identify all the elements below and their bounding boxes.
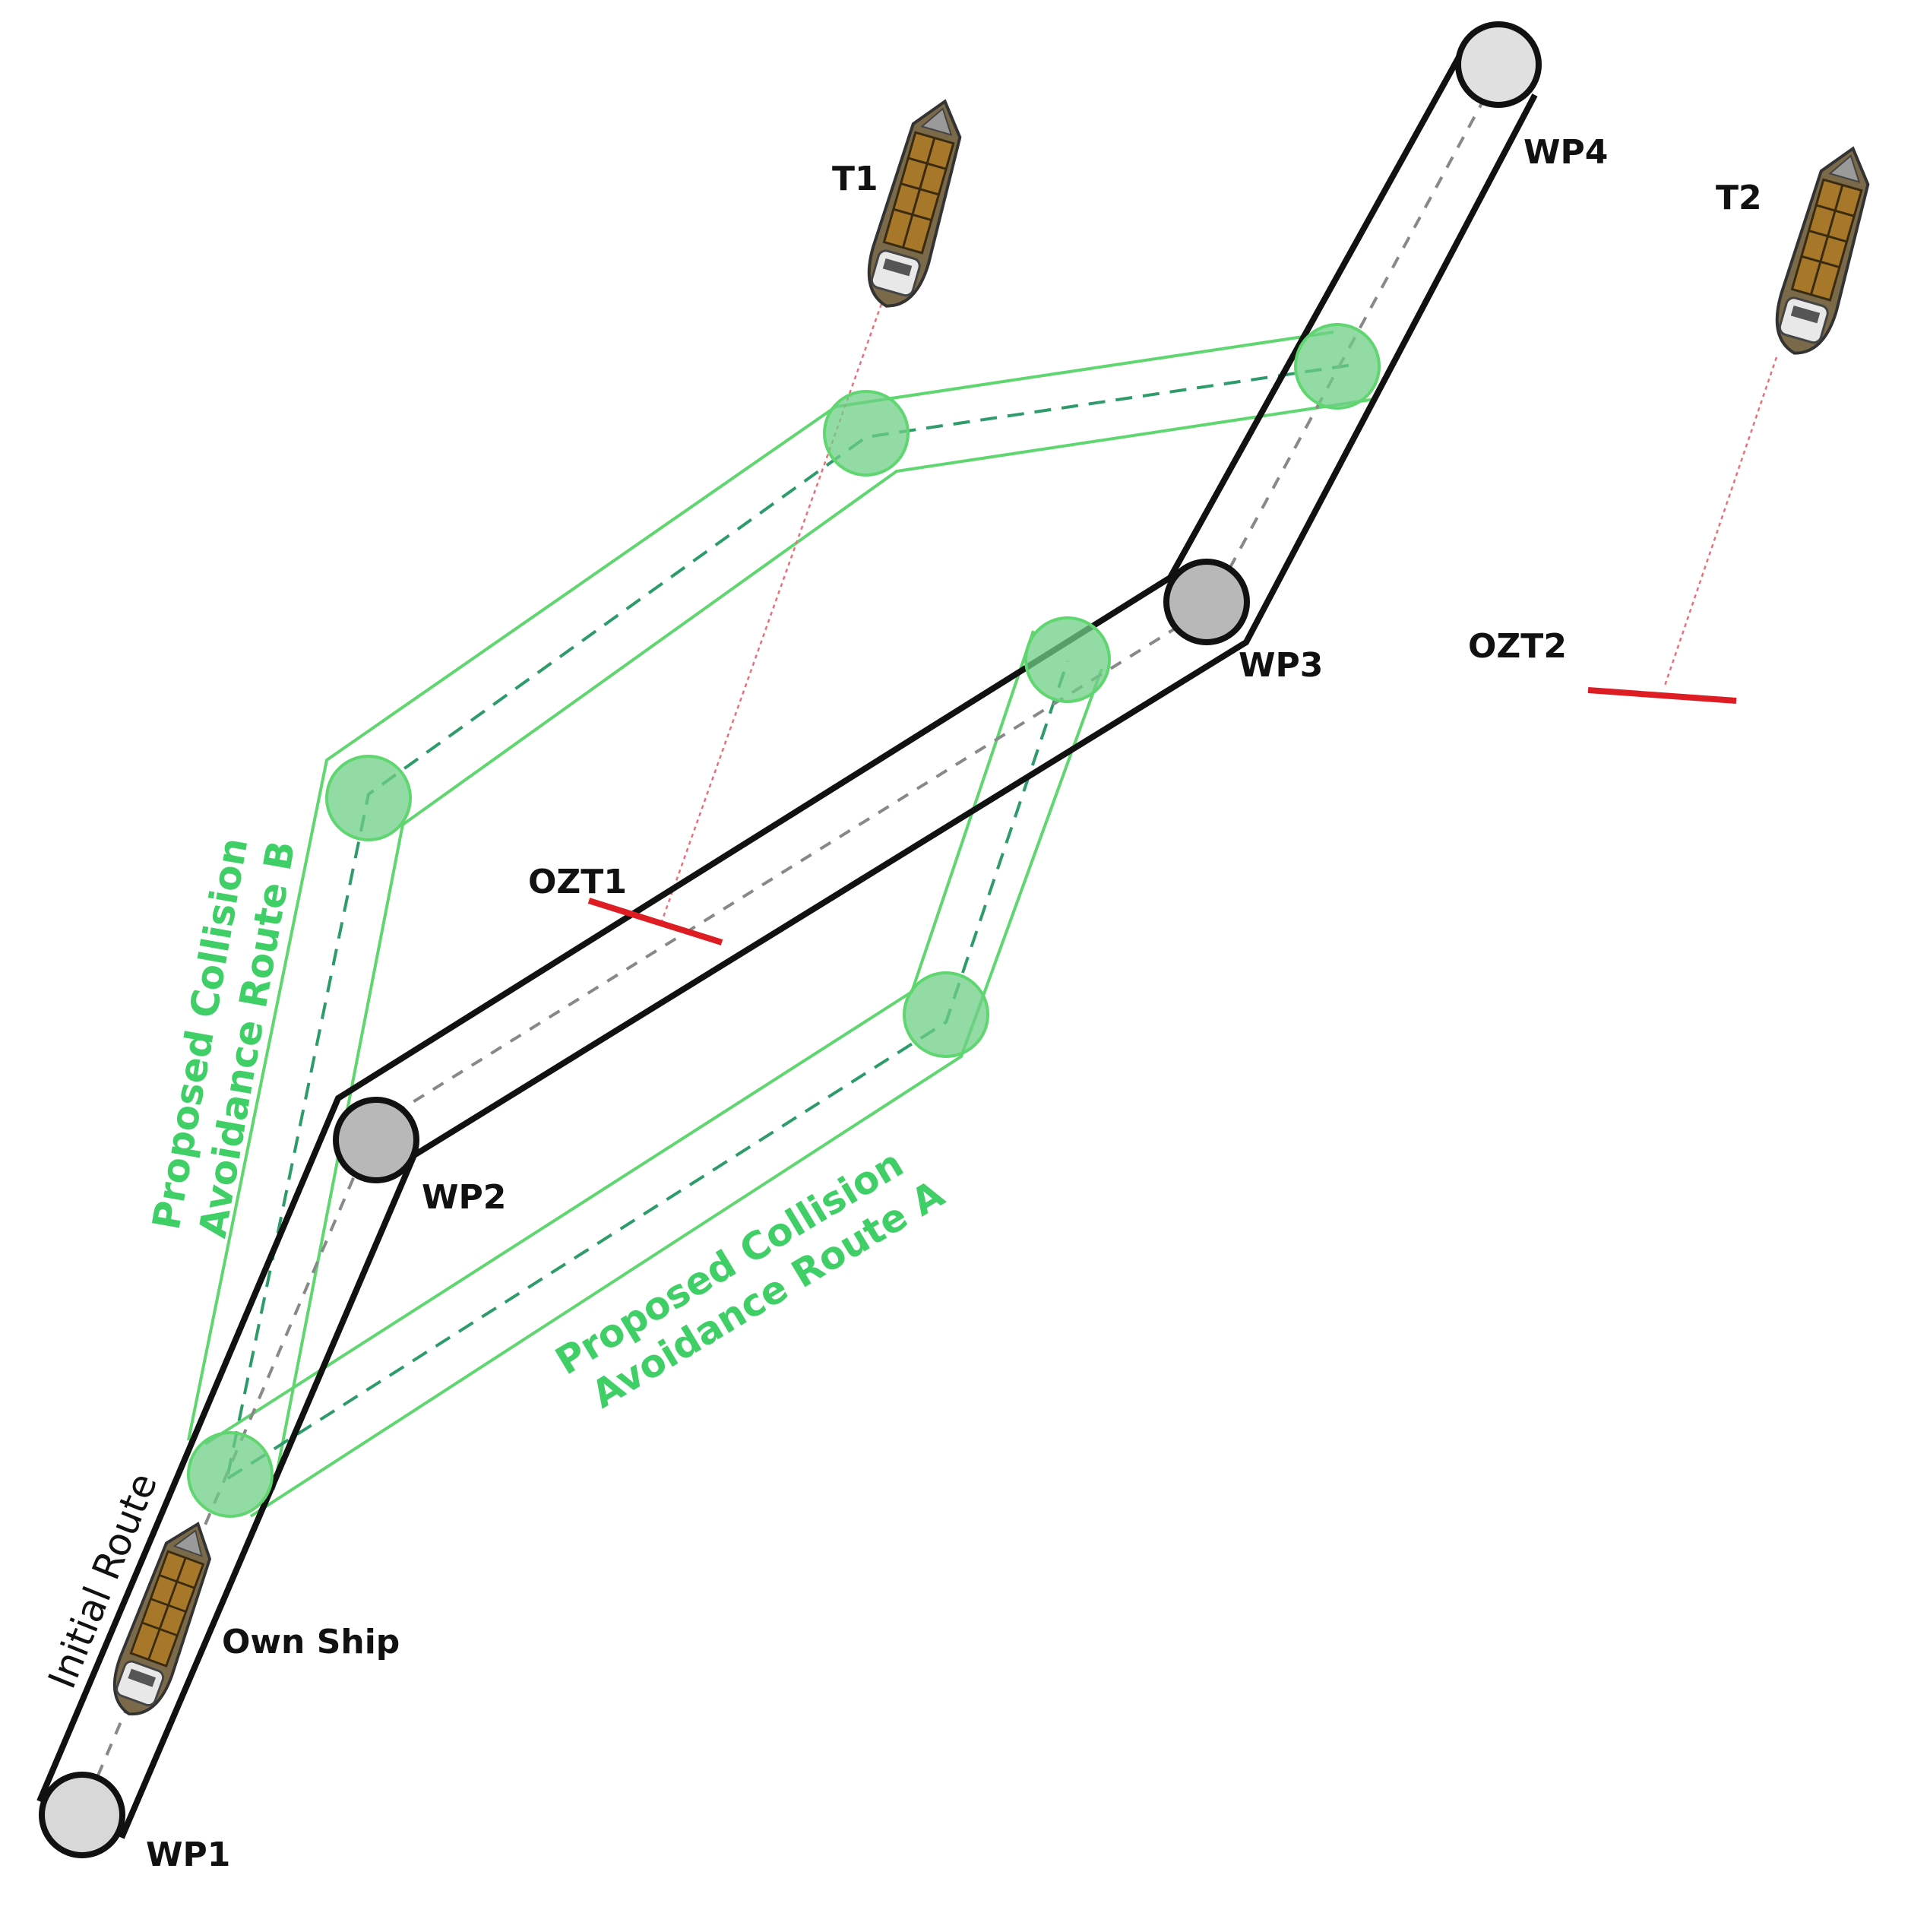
t2-bearing-line bbox=[1663, 356, 1778, 689]
waypoint-wp4-marker bbox=[1455, 21, 1542, 108]
ozt2-marker bbox=[1587, 687, 1737, 704]
ozt1-marker bbox=[587, 898, 723, 945]
label-own-ship: Own Ship bbox=[222, 1623, 400, 1661]
initial-route-edge-right bbox=[119, 93, 1538, 1839]
target-t2-ship-icon bbox=[1764, 138, 1883, 363]
label-wp4: WP4 bbox=[1523, 133, 1608, 172]
waypoint-wp2-marker bbox=[333, 1097, 419, 1183]
label-t1: T1 bbox=[832, 160, 878, 198]
label-route-b: Proposed Collision Avoidance Route B bbox=[144, 835, 304, 1241]
target-t1-ship-icon bbox=[856, 91, 975, 316]
label-wp2: WP2 bbox=[422, 1178, 506, 1217]
waypoint-wp3-marker bbox=[1163, 559, 1250, 645]
label-wp1: WP1 bbox=[146, 1835, 230, 1874]
route-a-edge-right bbox=[249, 668, 1103, 1518]
label-route-a: Proposed Collision Avoidance Route A bbox=[548, 1142, 951, 1417]
initial-route-edge-left bbox=[36, 55, 1462, 1803]
route-a-waypoint-1 bbox=[903, 971, 989, 1058]
waypoint-wp1-marker bbox=[39, 1772, 125, 1858]
label-wp3: WP3 bbox=[1239, 646, 1323, 685]
route-b-waypoint-1 bbox=[325, 755, 412, 841]
label-ozt1: OZT1 bbox=[528, 863, 627, 901]
route-b-centerline bbox=[226, 363, 1353, 1475]
avoidance-route-b bbox=[187, 331, 1376, 1490]
initial-route-centerline bbox=[78, 68, 1502, 1819]
avoidance-waypoints bbox=[187, 323, 1381, 1518]
route-b-edge-left bbox=[187, 331, 1334, 1441]
label-t2: T2 bbox=[1716, 179, 1762, 217]
route-b-waypoint-3 bbox=[1294, 323, 1381, 410]
route-a-waypoint-2 bbox=[1024, 616, 1111, 703]
route-b-waypoint-2 bbox=[823, 390, 910, 477]
avoidance-waypoint-start bbox=[187, 1431, 274, 1518]
label-ozt2: OZT2 bbox=[1468, 627, 1567, 666]
